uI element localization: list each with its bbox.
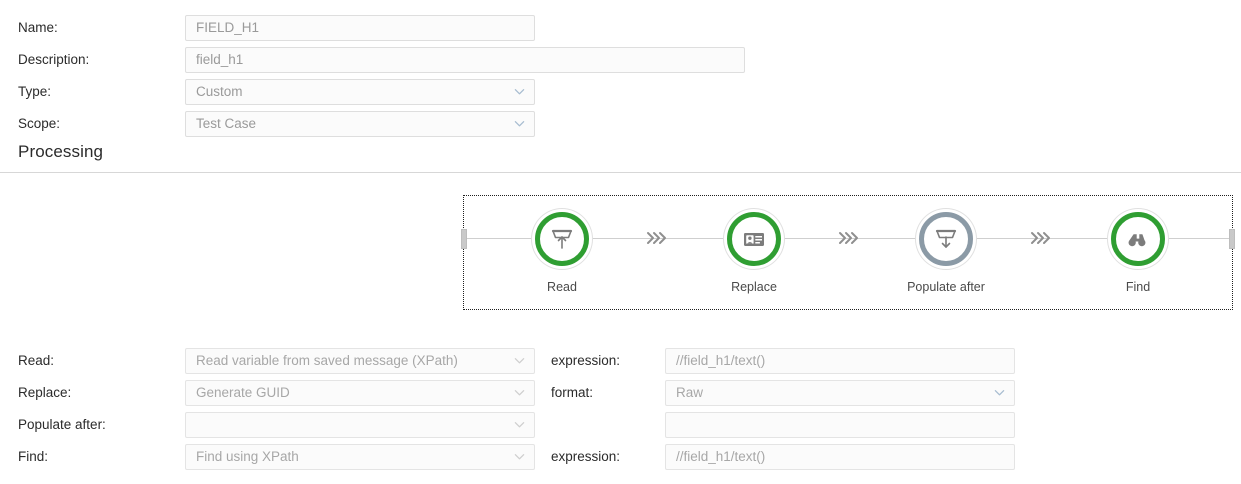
scope-select[interactable]: Test Case <box>185 111 535 137</box>
triple-chevron-right-icon <box>1027 229 1057 247</box>
chevron-down-icon <box>514 387 525 398</box>
node-ring <box>532 209 592 269</box>
binoculars-icon <box>1124 225 1152 253</box>
replace-format-select[interactable]: Raw <box>665 380 1015 406</box>
id-card-icon <box>740 225 768 253</box>
node-ring <box>1108 209 1168 269</box>
populate-after-label: Populate after: <box>18 417 106 432</box>
node-label: Populate after <box>907 280 985 294</box>
node-label: Replace <box>731 280 777 294</box>
read-select[interactable]: Read variable from saved message (XPath) <box>185 348 535 374</box>
section-divider <box>0 172 1241 173</box>
chevron-down-icon <box>514 86 525 97</box>
populate-after-value-input[interactable] <box>665 412 1015 438</box>
resize-handle-icon[interactable] <box>1229 229 1235 249</box>
read-select-value: Read variable from saved message (XPath) <box>196 353 458 368</box>
processing-pipeline[interactable]: Read Replace <box>461 195 1235 310</box>
description-input[interactable]: field_h1 <box>185 47 745 73</box>
chevron-down-icon <box>514 451 525 462</box>
chevron-down-icon <box>514 118 525 129</box>
chevron-down-icon <box>994 387 1005 398</box>
node-ring <box>724 209 784 269</box>
node-ring <box>916 209 976 269</box>
find-select-value: Find using XPath <box>196 449 299 464</box>
read-expression-label: expression: <box>551 353 621 368</box>
populate-after-select[interactable] <box>185 412 535 438</box>
replace-format-value: Raw <box>676 385 704 400</box>
resize-handle-icon[interactable] <box>461 229 467 249</box>
scope-select-value: Test Case <box>196 116 257 131</box>
find-expression-label: expression: <box>551 449 621 464</box>
triple-chevron-right-icon <box>643 229 673 247</box>
node-label: Find <box>1125 280 1151 294</box>
scope-label: Scope: <box>18 116 61 131</box>
description-label: Description: <box>18 52 90 67</box>
replace-label: Replace: <box>18 385 72 400</box>
find-label: Find: <box>18 449 49 464</box>
pipeline-node-read[interactable]: Read <box>506 196 618 294</box>
node-label: Read <box>547 280 577 294</box>
tray-arrow-down-icon <box>932 225 960 253</box>
pipeline-node-replace[interactable]: Replace <box>698 196 810 294</box>
find-select[interactable]: Find using XPath <box>185 444 535 470</box>
processing-heading: Processing <box>18 142 104 161</box>
find-expression-input[interactable]: //field_h1/text() <box>665 444 1015 470</box>
type-select-value: Custom <box>196 84 243 99</box>
replace-select-value: Generate GUID <box>196 385 290 400</box>
name-label: Name: <box>18 20 58 35</box>
chevron-down-icon <box>514 419 525 430</box>
replace-select[interactable]: Generate GUID <box>185 380 535 406</box>
read-expression-input[interactable]: //field_h1/text() <box>665 348 1015 374</box>
pipeline-node-find[interactable]: Find <box>1082 196 1194 294</box>
type-select[interactable]: Custom <box>185 79 535 105</box>
replace-format-label: format: <box>551 385 594 400</box>
type-label: Type: <box>18 84 52 99</box>
triple-chevron-right-icon <box>835 229 865 247</box>
pipeline-node-populate-after[interactable]: Populate after <box>890 196 1002 294</box>
tray-arrow-up-icon <box>548 225 576 253</box>
pipeline-track <box>464 238 1232 239</box>
read-label: Read: <box>18 353 55 368</box>
chevron-down-icon <box>514 355 525 366</box>
name-input[interactable]: FIELD_H1 <box>185 15 535 41</box>
